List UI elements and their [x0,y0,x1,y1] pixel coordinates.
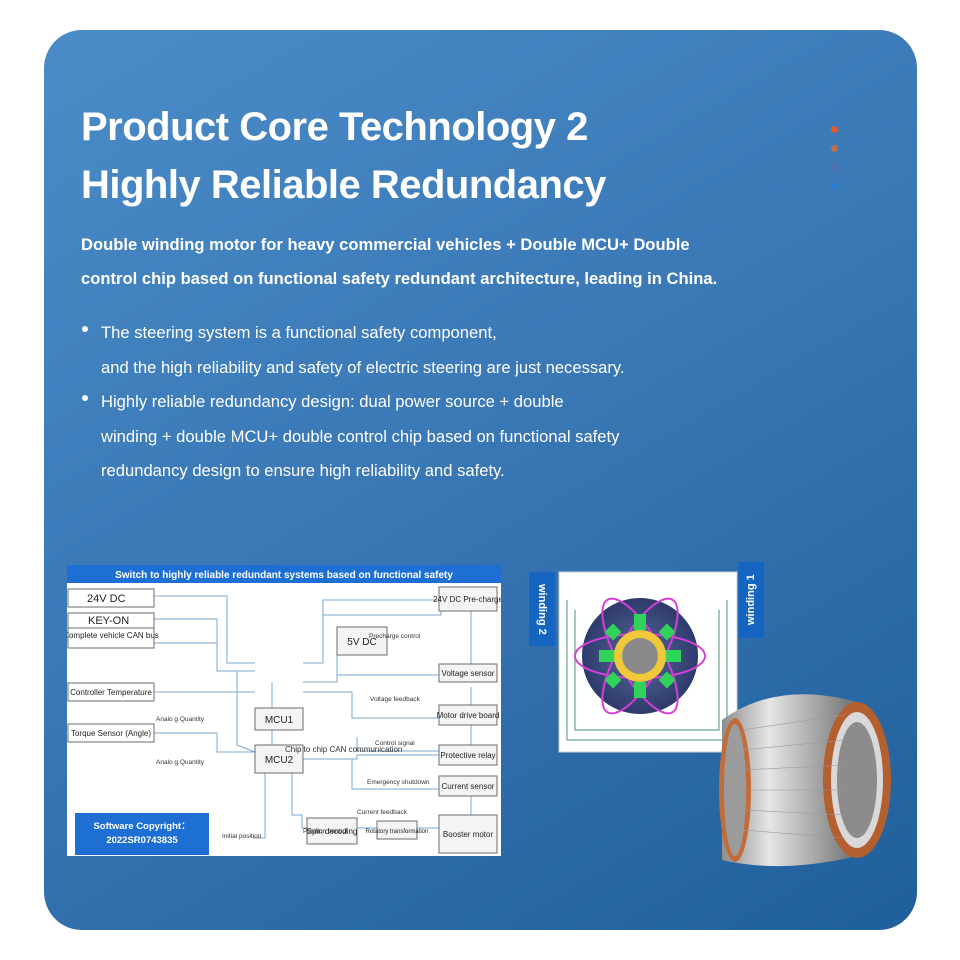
label-voltage-sensor: Voltage sensor [442,669,495,678]
box-protective-relay [438,744,498,766]
bullet-line: Highly reliable redundancy design: dual … [101,392,564,411]
bullet-item: The steering system is a functional safe… [81,316,781,385]
double-winding-motor-image: winding 2 winding 1 [527,562,899,880]
box-current-sensor [438,775,498,797]
label-spin-decoding: Spin decoding [307,827,358,836]
label-analog-1: Analo g Quantity [156,716,205,723]
label-voltage-feedback: Voltage feedback [370,696,421,703]
title-line-1: Product Core Technology 2 [81,105,588,149]
bullet-list: The steering system is a functional safe… [81,316,781,489]
box-can-bus [67,627,155,649]
stator-cylinder [719,694,891,867]
box-rotary [376,820,418,840]
winding-2-coils [599,614,681,698]
subtitle: Double winding motor for heavy commercia… [81,228,801,296]
page-title: Product Core Technology 2 Highly Reliabl… [81,98,606,214]
box-motor-drive [438,704,498,726]
title-line-2: Highly Reliable Redundancy [81,163,606,207]
page-dot[interactable] [831,183,838,190]
box-5v-dc [336,626,388,656]
label-current-sensor: Current sensor [442,782,495,791]
page-dot[interactable] [831,145,838,152]
box-torque-sensor [67,723,155,743]
bullet-line: redundancy design to ensure high reliabi… [101,461,505,480]
label-chip-can: Chip to chip CAN communication [285,745,402,754]
bullet-dot-icon [82,395,88,401]
box-24v-dc [67,588,155,608]
label-5v-dc: 5V DC [347,637,376,648]
rotor-shaft [622,638,658,674]
redundancy-block-diagram: Switch to highly reliable redundant syst… [67,565,501,856]
label-analog-2: Analo g Quantity [156,759,205,766]
label-can-bus: Complete vehicle CAN bus [67,631,159,640]
box-controller-temp [67,682,155,702]
page-dot[interactable] [831,164,838,171]
diagram-connectors [154,595,472,839]
box-24v-precharge [438,586,498,612]
diagram-header: Switch to highly reliable redundant syst… [115,570,453,581]
label-emergency: Emergency shutdown [367,779,430,786]
bullet-item: Highly reliable redundancy design: dual … [81,385,781,489]
label-booster-motor: Booster motor [443,830,494,839]
label-current-feedback: Current feedback [357,809,408,816]
subtitle-line-2: control chip based on functional safety … [81,269,718,288]
winding-1-tag: winding 1 [738,562,764,638]
copyright-box [75,813,209,855]
label-mcu2: MCU2 [265,755,294,766]
label-24v-precharge: 24V DC Pre-charge [433,595,501,604]
box-mcu1 [254,707,304,731]
box-booster-motor [438,814,498,854]
label-rotary: Rotatory transformation [366,829,429,835]
page-indicator [831,126,839,202]
label-torque-sensor: Torque Sensor (Angle) [71,729,151,738]
label-initial-position: Initial position [222,833,262,840]
bullet-line: The steering system is a functional safe… [101,323,497,342]
label-mcu1: MCU1 [265,715,294,726]
label-control-signal: Control signal [375,740,415,747]
content-card: Product Core Technology 2 Highly Reliabl… [44,30,917,930]
page-dot[interactable] [831,126,838,133]
label-motor-drive: Motor drive board [437,711,500,720]
copyright-line-1: Software Copyright： [93,821,190,832]
label-position-control: Position control [303,828,348,835]
copyright-line-2: 2022SR0743835 [106,835,178,846]
box-mcu2 [254,744,304,774]
box-voltage-sensor [438,663,498,683]
bullet-line: and the high reliability and safety of e… [101,357,625,377]
bullet-line: winding + double MCU+ double control chi… [101,426,620,446]
label-precharge-control: Precharge control [369,633,421,640]
winding-2-tag: winding 2 [529,572,555,646]
diagram-header-bar [67,565,501,583]
subtitle-line-1: Double winding motor for heavy commercia… [81,235,690,254]
label-24v-dc: 24V DC [87,593,126,605]
label-controller-temp: Controller Temperature [70,688,152,697]
box-spin-decoding [306,817,358,845]
label-key-on: KEY-ON [88,615,129,627]
bullet-dot-icon [82,326,88,332]
label-protective-relay: Protective relay [440,751,495,760]
